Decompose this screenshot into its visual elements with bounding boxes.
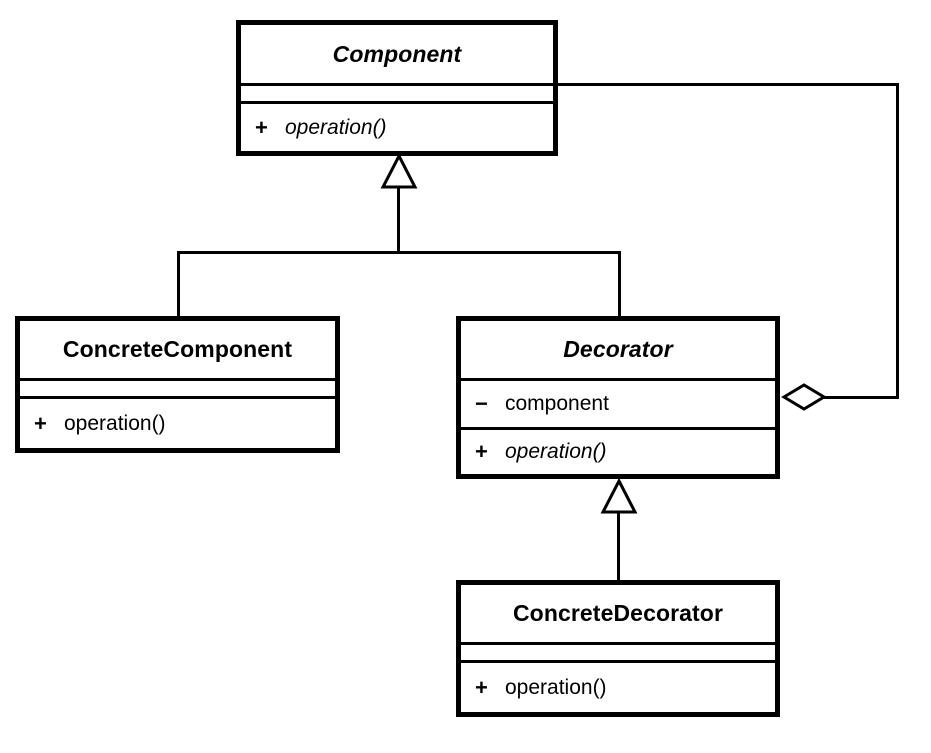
generalization-arrowhead-component	[380, 153, 418, 191]
aggregation-diamond	[781, 381, 827, 413]
aggregation-segment-to-diamond	[820, 396, 899, 399]
aggregation-segment-vertical	[896, 83, 899, 397]
attributes-compartment-decorator: − component	[461, 378, 775, 427]
visibility-marker: +	[34, 410, 47, 436]
class-box-concrete-decorator[interactable]: ConcreteDecorator + operation()	[456, 580, 780, 717]
operations-compartment-concrete-decorator: + operation()	[461, 660, 775, 712]
generalization-stem-to-component	[397, 186, 400, 254]
generalization-bus-horizontal	[177, 251, 621, 254]
class-box-concrete-component[interactable]: ConcreteComponent + operation()	[15, 316, 340, 453]
aggregation-segment-from-component	[556, 83, 899, 86]
operations-compartment-component: + operation()	[241, 101, 553, 151]
visibility-marker: +	[475, 674, 488, 700]
class-name-component: Component	[332, 40, 462, 67]
class-name-decorator: Decorator	[563, 336, 673, 362]
operations-compartment-decorator: + operation()	[461, 427, 775, 474]
attributes-compartment-component	[241, 83, 553, 101]
class-box-component[interactable]: Component + operation()	[236, 20, 558, 156]
operation-label: operation()	[64, 411, 166, 435]
operation-label: operation()	[505, 675, 607, 699]
visibility-marker: +	[475, 439, 488, 464]
generalization-drop-decorator	[618, 251, 621, 319]
class-name-concrete-decorator: ConcreteDecorator	[512, 600, 724, 626]
operation-label: operation()	[505, 440, 607, 463]
attribute-label: component	[505, 392, 609, 415]
generalization-arrowhead-decorator	[600, 478, 638, 516]
class-name-concrete-component: ConcreteComponent	[62, 336, 293, 362]
attributes-compartment-concrete-component	[20, 378, 335, 396]
operation-label: operation()	[285, 115, 387, 139]
operations-compartment-concrete-component: + operation()	[20, 396, 335, 448]
class-box-decorator[interactable]: Decorator − component + operation()	[456, 316, 780, 479]
generalization-stem-to-decorator	[617, 512, 620, 582]
generalization-drop-concrete-component	[177, 251, 180, 319]
attributes-compartment-concrete-decorator	[461, 642, 775, 660]
visibility-marker: +	[255, 114, 268, 140]
visibility-marker: −	[475, 391, 488, 416]
